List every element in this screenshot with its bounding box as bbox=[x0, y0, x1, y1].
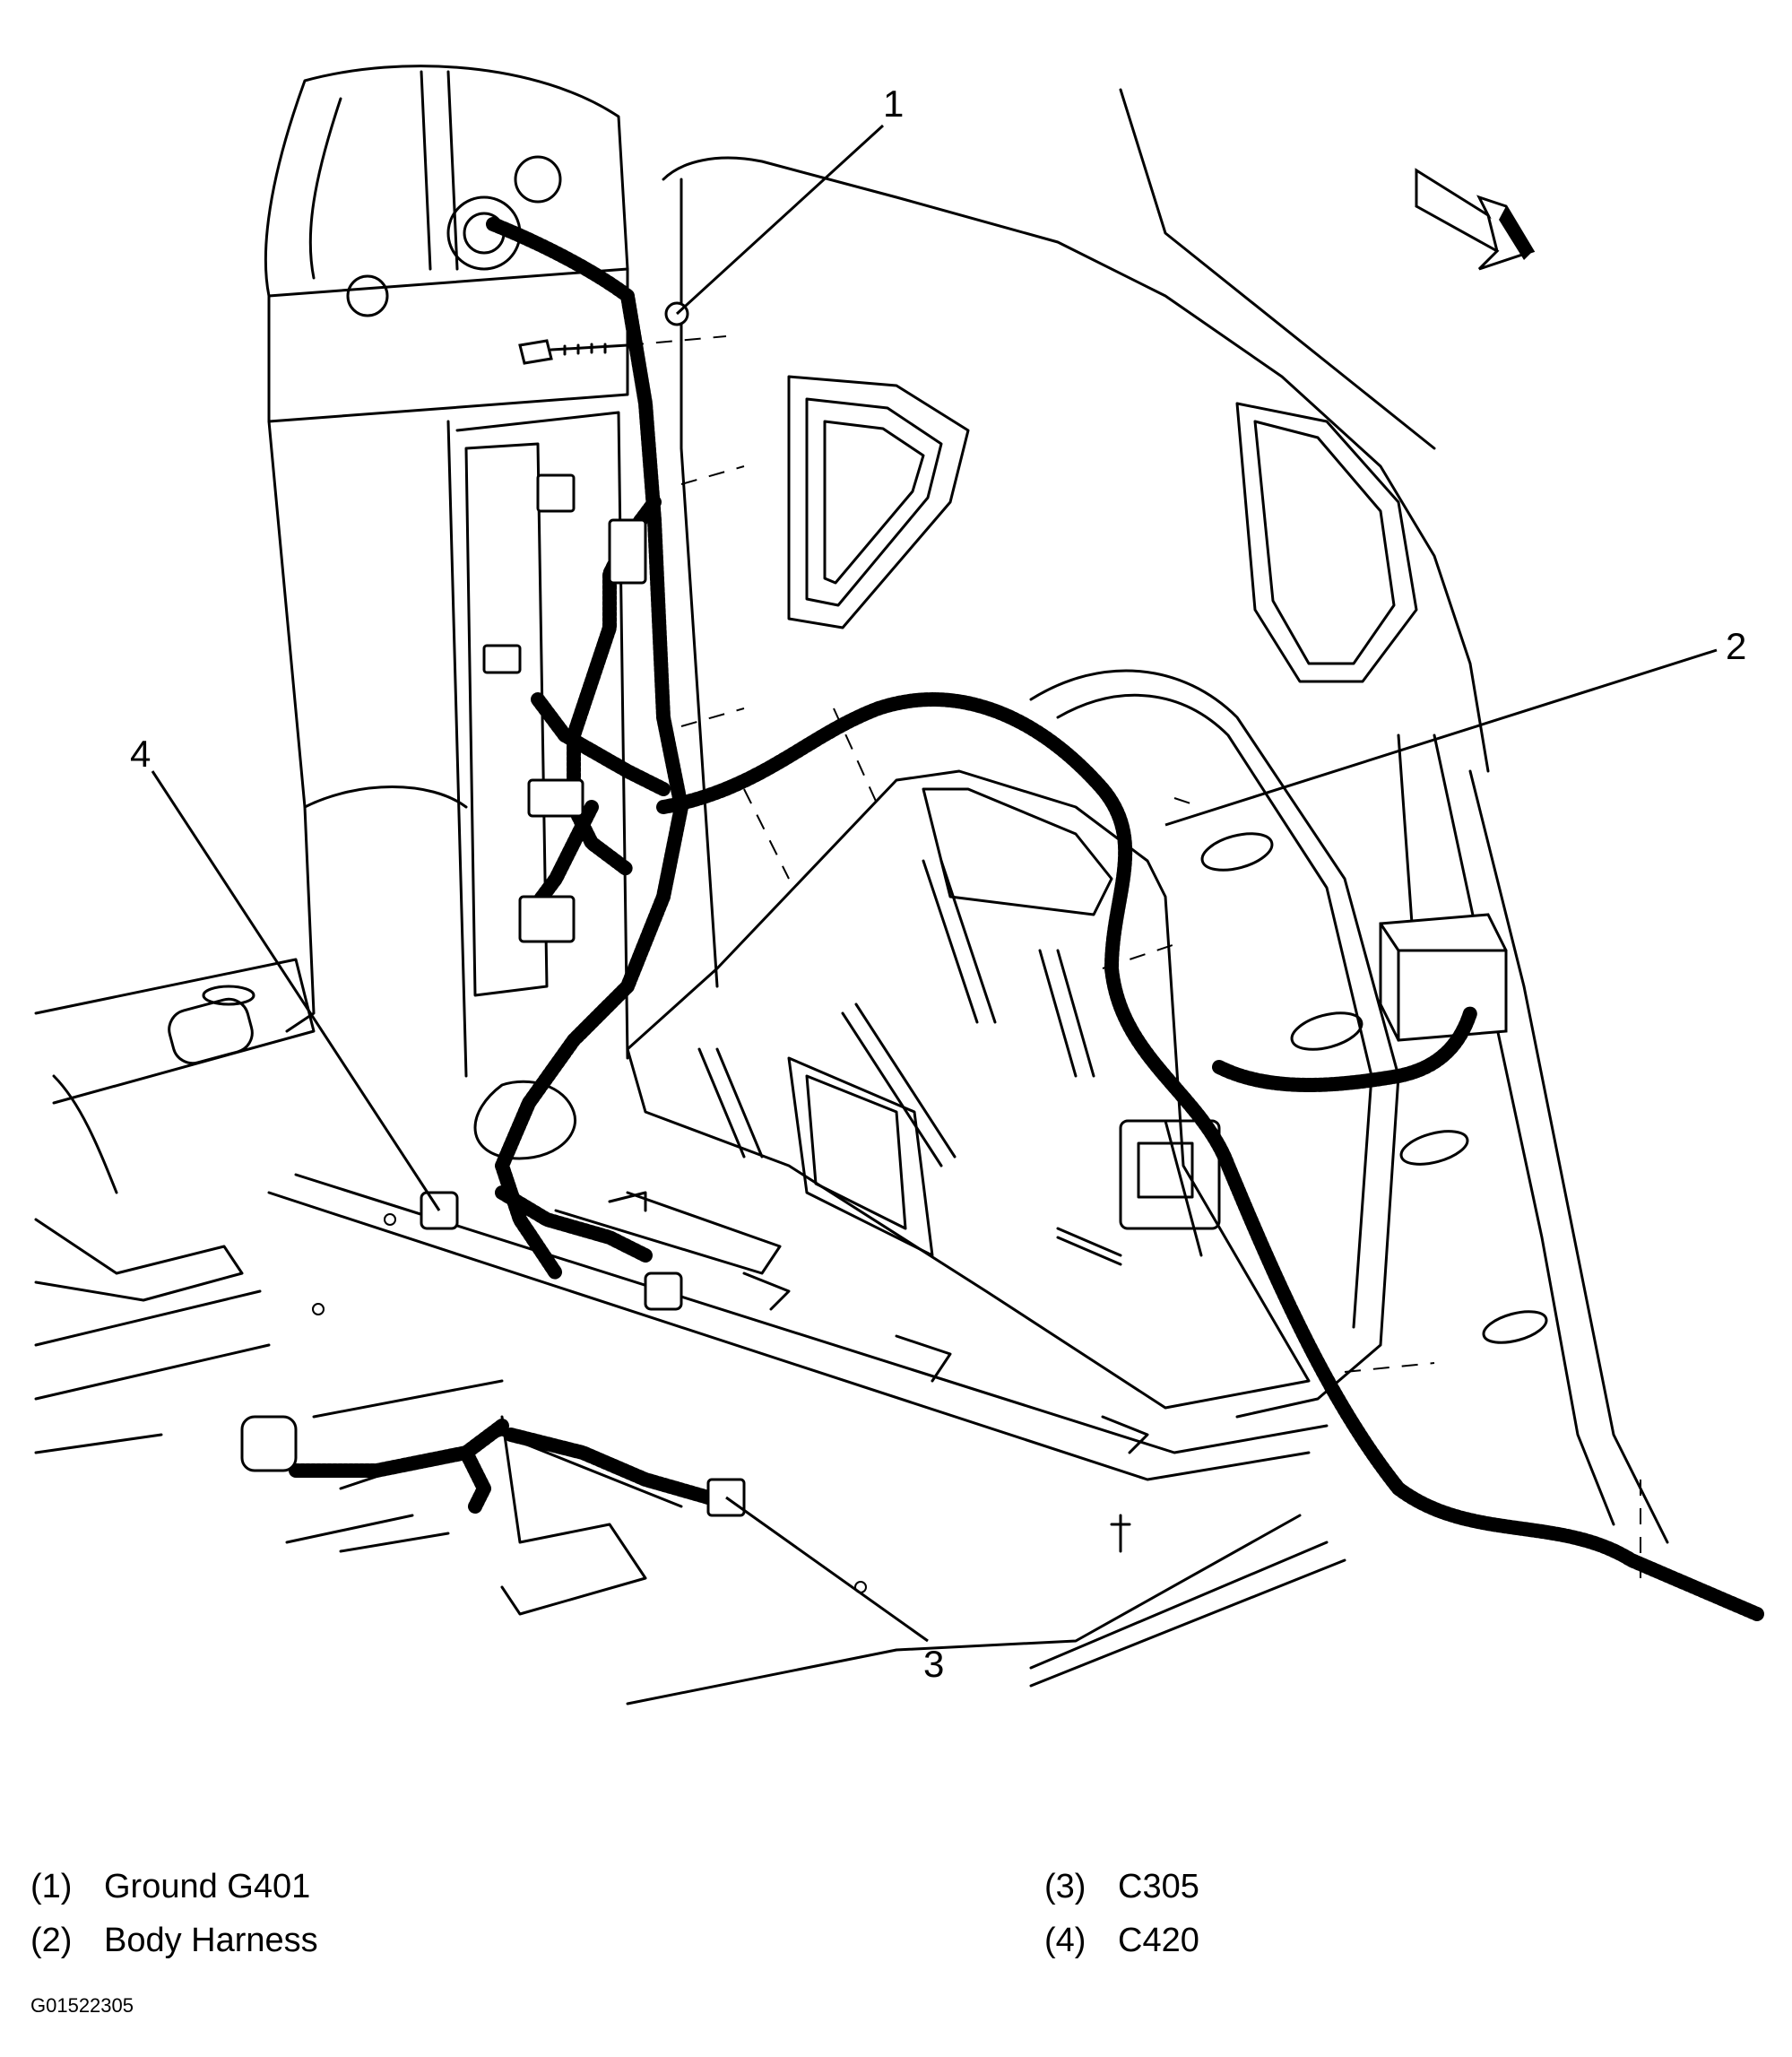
callout-3: 3 bbox=[923, 1643, 944, 1685]
slotted-holes bbox=[1200, 832, 1548, 1344]
wheelhouse bbox=[1029, 669, 1400, 1419]
legend-label: Body Harness bbox=[104, 1922, 318, 1959]
legend-label: Ground G401 bbox=[104, 1868, 311, 1905]
wheelhouse-trim-cover bbox=[626, 769, 1311, 1410]
legend-number: (3) bbox=[1044, 1868, 1086, 1905]
body-harness-routing bbox=[289, 217, 1764, 1621]
quarter-panel bbox=[662, 88, 1669, 1544]
forward-direction-arrow-icon bbox=[1415, 168, 1536, 271]
callout-2: 2 bbox=[1726, 625, 1746, 667]
side-trim-panel bbox=[1235, 402, 1418, 683]
legend-number: (1) bbox=[30, 1868, 73, 1905]
harness-connectors bbox=[240, 473, 1131, 1553]
legend-number: (4) bbox=[1044, 1922, 1086, 1959]
access-panel-opening bbox=[787, 375, 970, 629]
legend-label: C305 bbox=[1118, 1868, 1199, 1905]
rear-pillar bbox=[267, 411, 629, 1078]
electrical-module bbox=[1379, 913, 1508, 1042]
legend-item-c420: (4) C420 bbox=[1044, 1921, 1199, 1960]
wiring-harness-diagram: 1 2 3 4 bbox=[34, 65, 1764, 1705]
tail-lamp-housing bbox=[264, 65, 629, 423]
callout-leaders bbox=[151, 124, 1718, 1643]
floor-pan bbox=[34, 958, 1346, 1705]
legend-label: C420 bbox=[1118, 1922, 1199, 1959]
callout-4: 4 bbox=[130, 733, 151, 775]
legend-number: (2) bbox=[30, 1922, 73, 1959]
figure-id: G01522305 bbox=[30, 1994, 134, 2017]
legend-item-c305: (3) C305 bbox=[1044, 1867, 1199, 1906]
legend-item-ground-g401: (1) Ground G401 bbox=[30, 1867, 310, 1906]
legend-item-body-harness: (2) Body Harness bbox=[30, 1921, 318, 1960]
callout-1: 1 bbox=[883, 82, 904, 125]
